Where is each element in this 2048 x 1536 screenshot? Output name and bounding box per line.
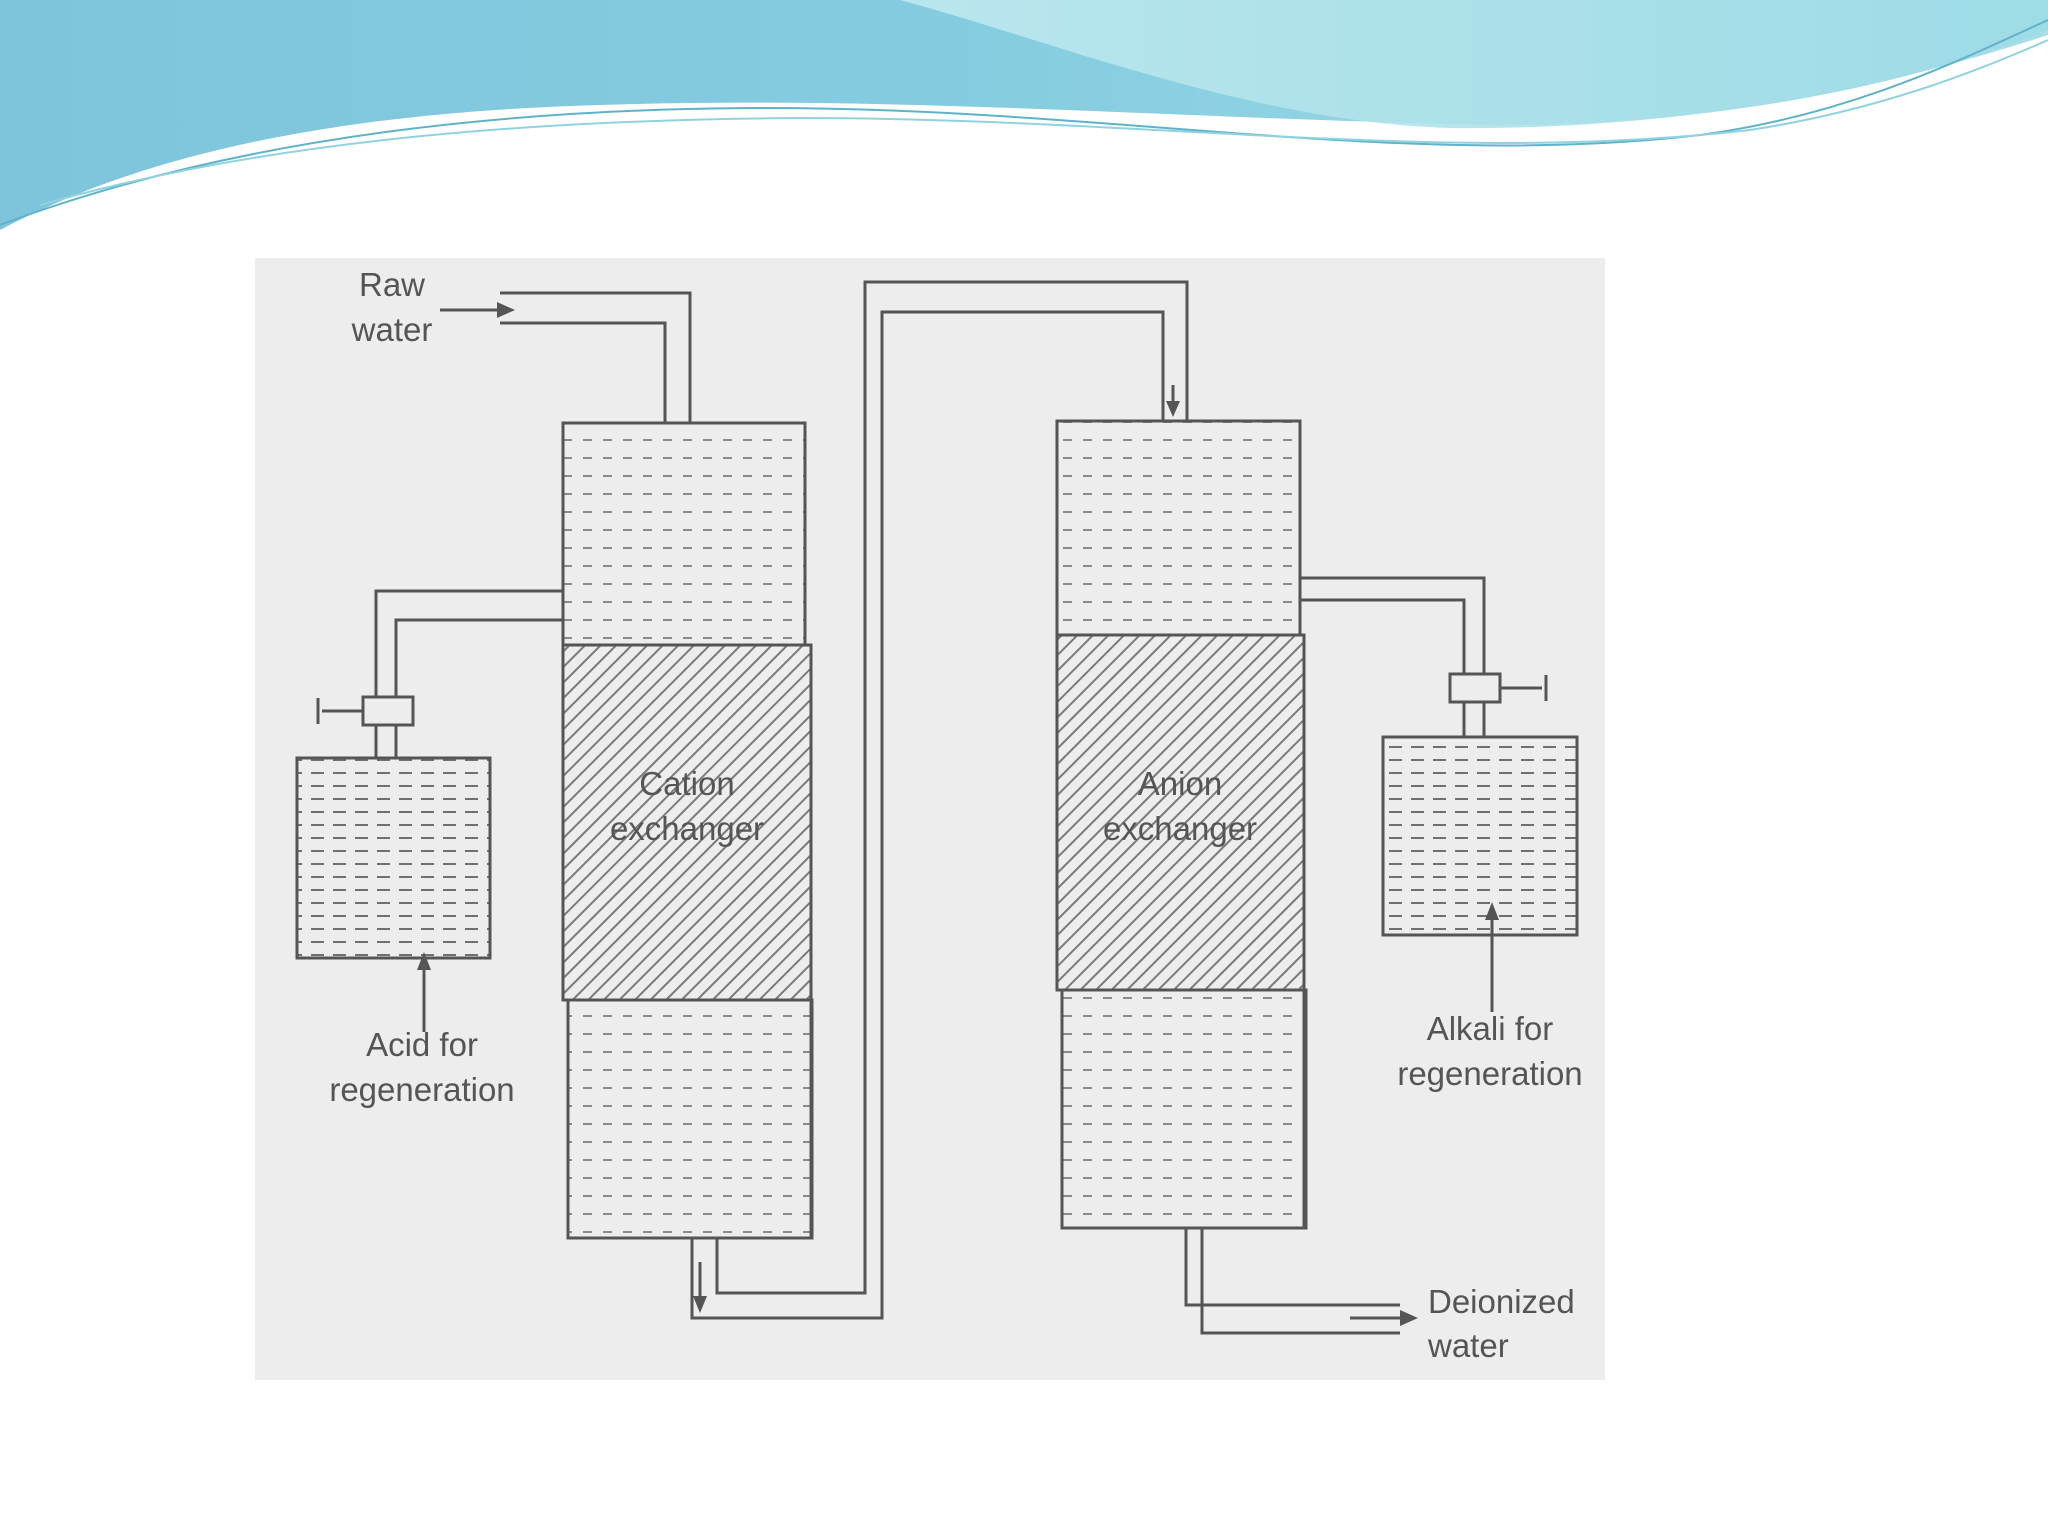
diagram-labels: Raw water Cation exchanger Anion exchang… bbox=[329, 266, 1582, 1364]
raw-water-label-line1: Raw bbox=[359, 266, 425, 303]
cation-exchanger-label-line1: Cation bbox=[639, 765, 734, 802]
anion-exchanger-label-line1: Anion bbox=[1138, 765, 1222, 802]
alkali-tank bbox=[1300, 576, 1579, 937]
ion-exchange-diagram: Raw water Cation exchanger Anion exchang… bbox=[255, 258, 1605, 1380]
deionized-water-label-line1: Deionized bbox=[1428, 1283, 1575, 1320]
cation-exchanger-label-line2: exchanger bbox=[610, 810, 764, 847]
anion-exchanger-column bbox=[1055, 419, 1308, 1230]
deionized-water-label-line2: water bbox=[1427, 1327, 1509, 1364]
alkali-label-line1: Alkali for bbox=[1427, 1010, 1554, 1047]
acid-label-line2: regeneration bbox=[329, 1071, 514, 1108]
cation-exchanger-column bbox=[561, 421, 814, 1240]
top-wave-banner bbox=[0, 0, 2048, 230]
alkali-label-line2: regeneration bbox=[1397, 1055, 1582, 1092]
flow-arrows bbox=[417, 302, 1499, 1326]
acid-label-line1: Acid for bbox=[366, 1026, 478, 1063]
anion-exchanger-label-line2: exchanger bbox=[1103, 810, 1257, 847]
piping bbox=[500, 280, 1400, 1335]
raw-water-label-line2: water bbox=[351, 311, 433, 348]
acid-tank bbox=[295, 589, 563, 960]
